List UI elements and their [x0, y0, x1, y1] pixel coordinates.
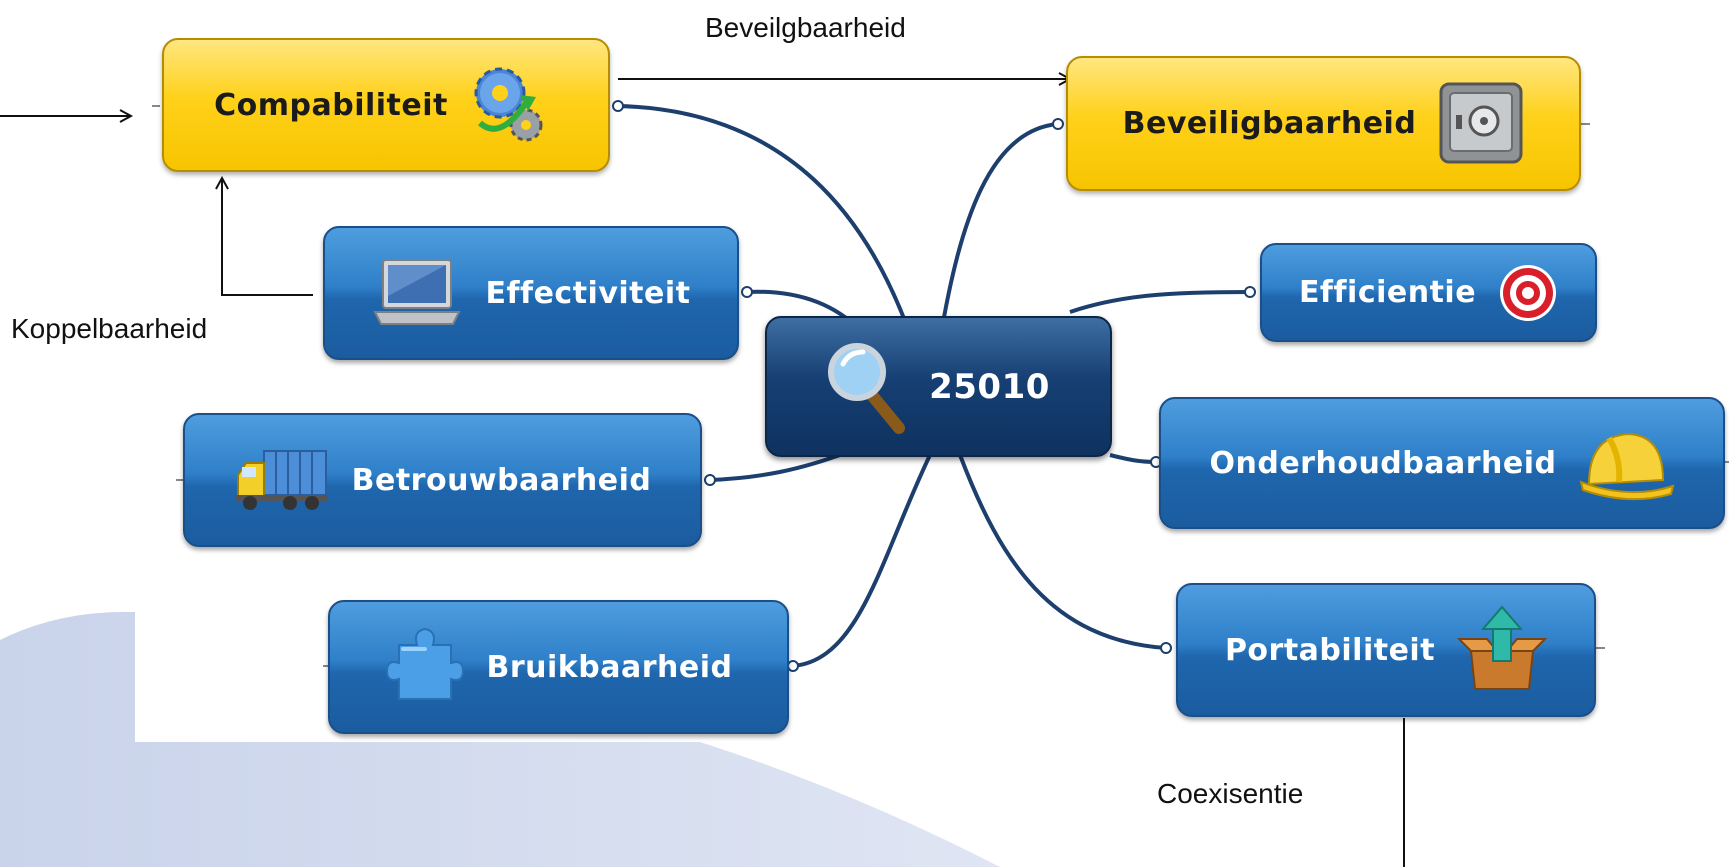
annotation-coexisentie: Coexisentie [1157, 778, 1304, 809]
laptop-icon [371, 256, 463, 330]
node-label: 25010 [929, 366, 1050, 407]
node-portabiliteit[interactable]: Portabiliteit [1176, 583, 1596, 717]
branch-betrouwbaarheid [709, 450, 849, 482]
node-effectiviteit[interactable]: Effectiviteit [323, 226, 739, 360]
node-label: Beveiligbaarheid [1122, 106, 1417, 141]
box-arrow-icon [1457, 605, 1548, 695]
node-onderhoudbaarheid[interactable]: Onderhoudbaarheid [1159, 397, 1725, 529]
gears-icon [470, 63, 558, 147]
target-icon [1498, 263, 1558, 323]
node-label: Onderhoudbaarheid [1209, 445, 1557, 481]
branch-portabiliteit [958, 454, 1167, 650]
magnifier-icon [827, 340, 907, 434]
annotation-beveilgbaarheid: Beveilgbaarheid [705, 12, 906, 43]
node-label: Betrouwbaarheid [351, 462, 652, 498]
node-label: Compabiliteit [214, 87, 448, 123]
node-label: Efficientie [1298, 275, 1477, 310]
node-bruikbaarheid[interactable]: Bruikbaarheid [328, 600, 789, 734]
node-beveiligbaarheid[interactable]: Beveiligbaarheid [1066, 56, 1581, 191]
puzzle-icon [385, 625, 465, 709]
node-label: Portabiliteit [1224, 632, 1436, 668]
node-label: Bruikbaarheid [486, 649, 733, 685]
branch-beveiligbaarheid [938, 122, 1059, 341]
central-node-25010[interactable]: 25010 [765, 316, 1112, 457]
branch-bruikbaarheid [792, 454, 932, 668]
hardhat-icon [1579, 424, 1675, 502]
branch-efficientie [1069, 290, 1251, 314]
node-betrouwbaarheid[interactable]: Betrouwbaarheid [183, 413, 702, 547]
branch-onderhoudbaarheid [1109, 453, 1157, 464]
safe-icon [1438, 81, 1524, 167]
truck-icon [234, 447, 330, 513]
node-label: Effectiviteit [485, 275, 691, 311]
node-compabiliteit[interactable]: Compabiliteit [162, 38, 610, 172]
annotation-koppelbaarheid: Koppelbaarheid [11, 313, 208, 344]
node-efficientie[interactable]: Efficientie [1260, 243, 1597, 342]
branch-compabiliteit [617, 104, 914, 341]
